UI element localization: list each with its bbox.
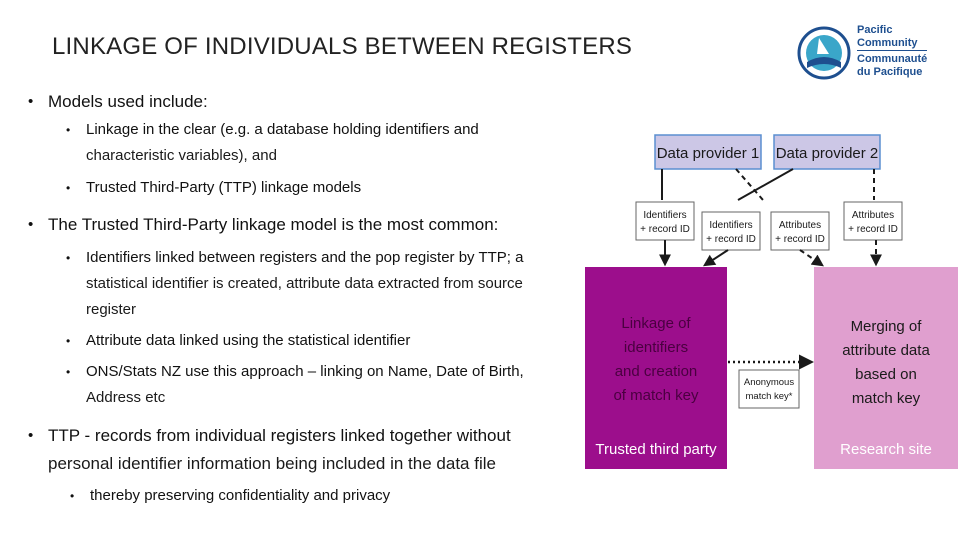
rs-text-line4: match key xyxy=(852,390,921,407)
anonymous-match-key-box xyxy=(738,369,800,409)
attributes-box-1-line1: Attributes xyxy=(779,220,821,231)
ttp-text-line1: Linkage of xyxy=(621,315,691,332)
bullet-models: Models used include: xyxy=(28,88,208,115)
logo-line-3: Communauté xyxy=(857,53,928,65)
logo-divider xyxy=(857,50,927,51)
data-provider-2-box xyxy=(773,134,881,170)
identifiers-box-1-line2: + record ID xyxy=(640,224,690,235)
logo-text: Pacific Community Communauté du Pacifiqu… xyxy=(857,24,927,78)
bullet-attribute-data: Attribute data linked using the statisti… xyxy=(28,328,410,354)
bullet-ons-statsnz: ONS/Stats NZ use this approach – linking… xyxy=(28,359,524,385)
rs-text-line1: Merging of xyxy=(851,318,923,335)
rs-text-line2: attribute data xyxy=(842,342,930,359)
attributes-box-2-line1: Attributes xyxy=(852,210,894,221)
bullet-ttp-records: TTP - records from individual registers … xyxy=(28,422,511,449)
logo-line-4: du Pacifique xyxy=(857,65,923,78)
logo-emblem-icon xyxy=(797,26,851,80)
bullet-ttp-common: The Trusted Third-Party linkage model is… xyxy=(28,211,498,238)
arrow-attr1-rs xyxy=(799,249,824,267)
bullet-identifiers-linked: Identifiers linked between registers and… xyxy=(28,245,523,271)
attributes-box-2-line2: + record ID xyxy=(848,224,898,235)
ttp-text-line2: identifiers xyxy=(624,339,688,356)
bullet-ons-statsnz-cont: Address etc xyxy=(86,389,166,406)
bullet-linkage-clear-cont: characteristic variables), and xyxy=(86,147,277,164)
research-site-box xyxy=(814,267,958,469)
ttp-text-line4: of match key xyxy=(613,387,699,404)
bullet-identifiers-linked-cont2: register xyxy=(86,301,137,318)
trusted-third-party-box xyxy=(585,267,727,469)
data-provider-2-label: Data provider 2 xyxy=(776,145,879,162)
bullet-ttp-models: Trusted Third-Party (TTP) linkage models xyxy=(28,175,361,201)
ttp-diagram-main: Data provider 1 Data provider 2 Identifi… xyxy=(585,134,958,469)
arrow-ids2-ttp xyxy=(702,249,729,267)
research-site-label: Research site xyxy=(840,441,932,458)
anonymous-match-key-line1: Anonymous xyxy=(744,377,794,388)
identifiers-box-2 xyxy=(701,211,761,251)
identifiers-box-1-line1: Identifiers xyxy=(643,210,686,221)
data-provider-1-label: Data provider 1 xyxy=(657,145,760,162)
arrow-p2-ids xyxy=(737,168,794,201)
rs-text-line3: based on xyxy=(855,366,917,383)
bullet-ttp-records-cont: personal identifier information being in… xyxy=(48,454,496,473)
identifiers-box-2-line1: Identifiers xyxy=(709,220,752,231)
bullet-linkage-clear: Linkage in the clear (e.g. a database ho… xyxy=(28,117,479,143)
page-title: LINKAGE OF INDIVIDUALS BETWEEN REGISTERS xyxy=(52,33,633,60)
logo-line-1: Pacific xyxy=(857,24,893,36)
logo-line-2: Community xyxy=(857,36,918,49)
attributes-box-1 xyxy=(770,211,830,251)
bullet-confidentiality: thereby preserving confidentiality and p… xyxy=(32,483,390,509)
arrow-p1-attr xyxy=(735,168,764,201)
data-provider-1-box xyxy=(654,134,762,170)
attributes-box-2 xyxy=(843,201,903,241)
attributes-box-1-line2: + record ID xyxy=(775,234,825,245)
identifiers-box-2-line2: + record ID xyxy=(706,234,756,245)
anonymous-match-key-line2: match key* xyxy=(746,391,793,402)
ttp-text-line3: and creation xyxy=(615,363,698,380)
pacific-community-logo: Pacific Community Communauté du Pacifiqu… xyxy=(795,24,935,84)
bullet-identifiers-linked-cont1: statistical identifier is created, attri… xyxy=(86,275,523,292)
ttp-label: Trusted third party xyxy=(595,441,717,458)
